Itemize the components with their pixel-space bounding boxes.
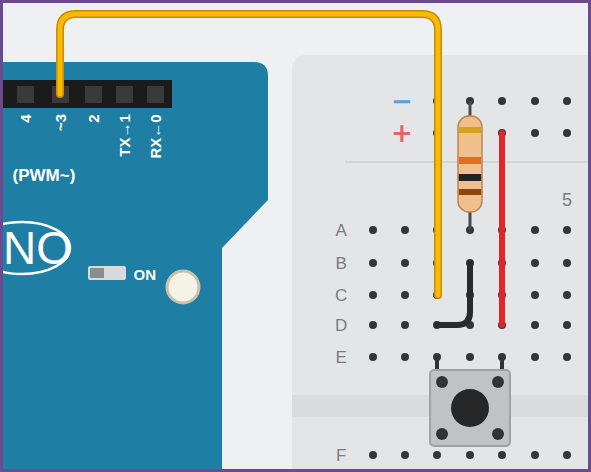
hole bbox=[531, 97, 539, 105]
hole bbox=[369, 353, 377, 361]
hole bbox=[531, 321, 539, 329]
hole bbox=[369, 451, 377, 459]
pin-label: 2 bbox=[85, 114, 102, 122]
pin-label: 4 bbox=[17, 114, 34, 122]
row-letter: D bbox=[335, 316, 347, 336]
rail-sign: + bbox=[391, 118, 413, 148]
button-corner bbox=[436, 428, 448, 440]
row-letter: B bbox=[336, 254, 347, 274]
hole bbox=[369, 291, 377, 299]
hole bbox=[401, 226, 409, 234]
hole bbox=[531, 291, 539, 299]
hole bbox=[466, 451, 474, 459]
yellow-wire-outline bbox=[60, 14, 438, 295]
header-sockets bbox=[17, 86, 164, 103]
resistor-band bbox=[459, 189, 481, 195]
resistor-symbol bbox=[458, 116, 482, 212]
hole bbox=[401, 321, 409, 329]
hole bbox=[369, 226, 377, 234]
hole bbox=[563, 451, 571, 459]
hole bbox=[531, 226, 539, 234]
hole bbox=[369, 259, 377, 267]
yellow-wire bbox=[60, 14, 438, 295]
hole bbox=[401, 259, 409, 267]
row-letter: C bbox=[335, 286, 347, 306]
hole bbox=[401, 451, 409, 459]
hole bbox=[531, 451, 539, 459]
rail-sign: − bbox=[391, 86, 413, 116]
board-logo: NO bbox=[3, 221, 72, 275]
hole bbox=[369, 321, 377, 329]
hole bbox=[498, 97, 506, 105]
hole bbox=[401, 353, 409, 361]
resistor-band bbox=[459, 127, 481, 133]
pushbutton bbox=[430, 370, 510, 446]
pin-label: RX←0 bbox=[147, 114, 164, 158]
pin-label: TX→1 bbox=[115, 114, 132, 157]
row-letter: A bbox=[336, 221, 347, 241]
hole bbox=[466, 353, 474, 361]
mounting-hole bbox=[167, 271, 199, 303]
button-corner bbox=[436, 376, 448, 388]
hole bbox=[563, 291, 571, 299]
arduino-board bbox=[0, 62, 268, 472]
pin-label: ~3 bbox=[52, 114, 69, 131]
breadboard-holes bbox=[369, 97, 571, 459]
switch-knob bbox=[90, 268, 104, 278]
hole bbox=[563, 226, 571, 234]
power-switch bbox=[88, 266, 126, 280]
hole bbox=[563, 97, 571, 105]
resistor-band bbox=[459, 157, 481, 164]
button-cap bbox=[451, 389, 489, 427]
hole bbox=[498, 451, 506, 459]
button-corner bbox=[492, 376, 504, 388]
hole bbox=[563, 129, 571, 137]
hole bbox=[531, 129, 539, 137]
button-corner bbox=[492, 428, 504, 440]
hole bbox=[531, 259, 539, 267]
pin-group-label: (PWM~) bbox=[13, 166, 76, 186]
red-wire bbox=[499, 133, 505, 325]
hole bbox=[563, 353, 571, 361]
hole bbox=[563, 321, 571, 329]
switch-label: ON bbox=[134, 266, 157, 283]
pin-header bbox=[0, 80, 172, 108]
resistor-band bbox=[459, 174, 481, 181]
row-letter: F bbox=[336, 446, 346, 466]
hole bbox=[401, 291, 409, 299]
column-number: 5 bbox=[562, 190, 572, 211]
hole bbox=[563, 259, 571, 267]
hole bbox=[531, 353, 539, 361]
hole bbox=[433, 451, 441, 459]
row-letter: E bbox=[336, 348, 347, 368]
